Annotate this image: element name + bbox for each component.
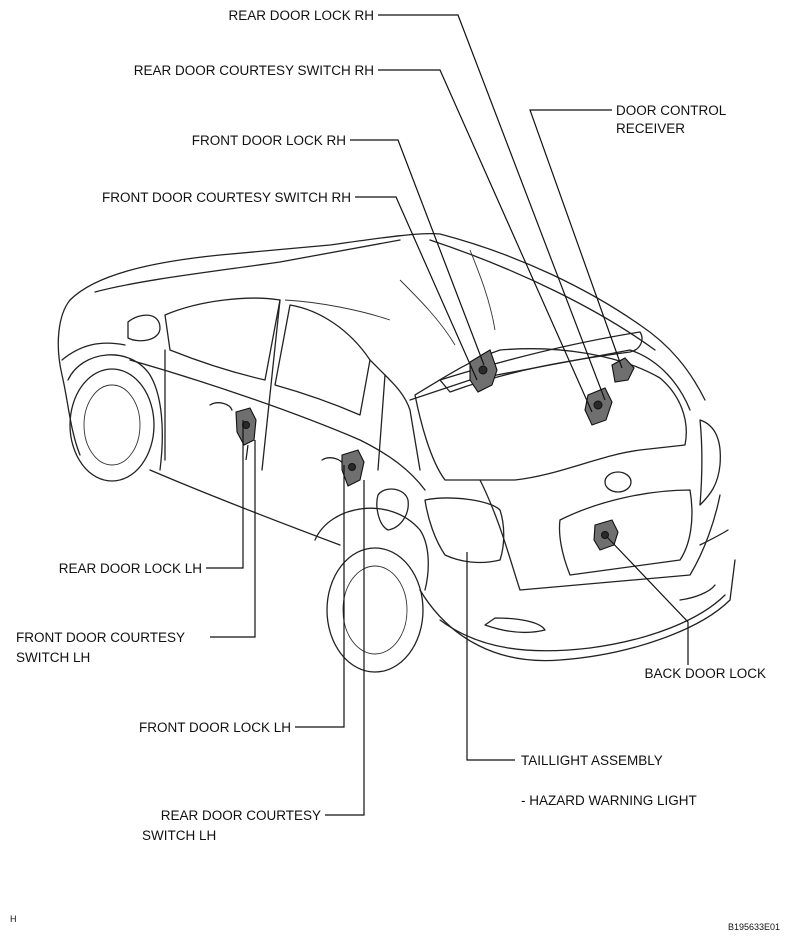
label-hazard-warning-light: - HAZARD WARNING LIGHT <box>521 793 697 808</box>
vehicle-illustration <box>57 232 736 673</box>
label-front-door-lock-lh: FRONT DOOR LOCK LH <box>139 720 291 735</box>
label-door-control-receiver-line1: DOOR CONTROL <box>616 103 727 118</box>
label-taillight-assembly: TAILLIGHT ASSEMBLY <box>521 753 663 768</box>
label-front-door-courtesy-switch-lh-line1: FRONT DOOR COURTESY <box>16 630 185 645</box>
label-back-door-lock: BACK DOOR LOCK <box>644 666 766 681</box>
callout-labels: REAR DOOR LOCK RH REAR DOOR COURTESY SWI… <box>16 8 766 843</box>
label-rear-door-lock-rh: REAR DOOR LOCK RH <box>228 8 374 23</box>
label-rear-door-courtesy-switch-lh-line1: REAR DOOR COURTESY <box>161 808 321 823</box>
leader-lines <box>206 14 689 816</box>
components <box>235 349 635 551</box>
label-rear-door-lock-lh: REAR DOOR LOCK LH <box>59 561 202 576</box>
label-front-door-courtesy-switch-rh: FRONT DOOR COURTESY SWITCH RH <box>102 190 351 205</box>
label-rear-door-courtesy-switch-rh: REAR DOOR COURTESY SWITCH RH <box>134 63 374 78</box>
label-front-door-courtesy-switch-lh-line2: SWITCH LH <box>16 650 90 665</box>
label-rear-door-courtesy-switch-lh-line2: SWITCH LH <box>142 828 216 843</box>
corner-mark-left: H <box>10 914 17 924</box>
front-door-lock-lh-part <box>341 449 365 487</box>
front-door-lock-rh-part <box>469 349 498 393</box>
label-front-door-lock-rh: FRONT DOOR LOCK RH <box>192 133 346 148</box>
rear-door-lock-lh-part <box>235 407 257 461</box>
door-control-receiver-part <box>611 357 635 383</box>
figure-code: B195633E01 <box>728 922 780 932</box>
rear-door-lock-rh-part <box>584 387 613 426</box>
label-door-control-receiver-line2: RECEIVER <box>616 121 685 136</box>
